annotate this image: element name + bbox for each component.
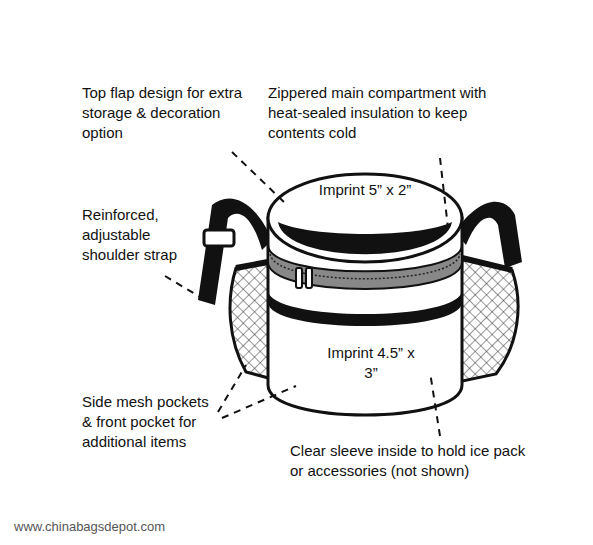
leader-line [440,158,448,228]
zipper-pull [306,268,312,288]
imprint-dimension: Imprint 4.5” x 3” [326,343,416,383]
zipper-pull [296,268,302,288]
imprint-dimension: Imprint 5” x 2” [300,180,430,200]
side-mesh-pocket [458,258,518,382]
leader-line [218,365,246,412]
watermark: www.chinabagsdepot.com [14,519,264,535]
callout-text: Side mesh pockets & front pocket for add… [82,392,222,452]
trim-band [268,290,462,326]
leader-line [165,276,205,300]
callout-text: Clear sleeve inside to hold ice pack or … [290,441,540,481]
leader-line [430,372,440,436]
leader-line [222,386,296,418]
lid-opening [278,222,452,254]
strap-buckle [204,230,234,246]
callout-text: Zippered main compartment with heat-seal… [268,83,518,143]
lid-rim [268,174,462,262]
callout-text: Top flap design for extra storage & deco… [82,83,247,143]
leader-line [232,152,285,203]
callout-text: Reinforced, adjustable shoulder strap [82,205,207,265]
